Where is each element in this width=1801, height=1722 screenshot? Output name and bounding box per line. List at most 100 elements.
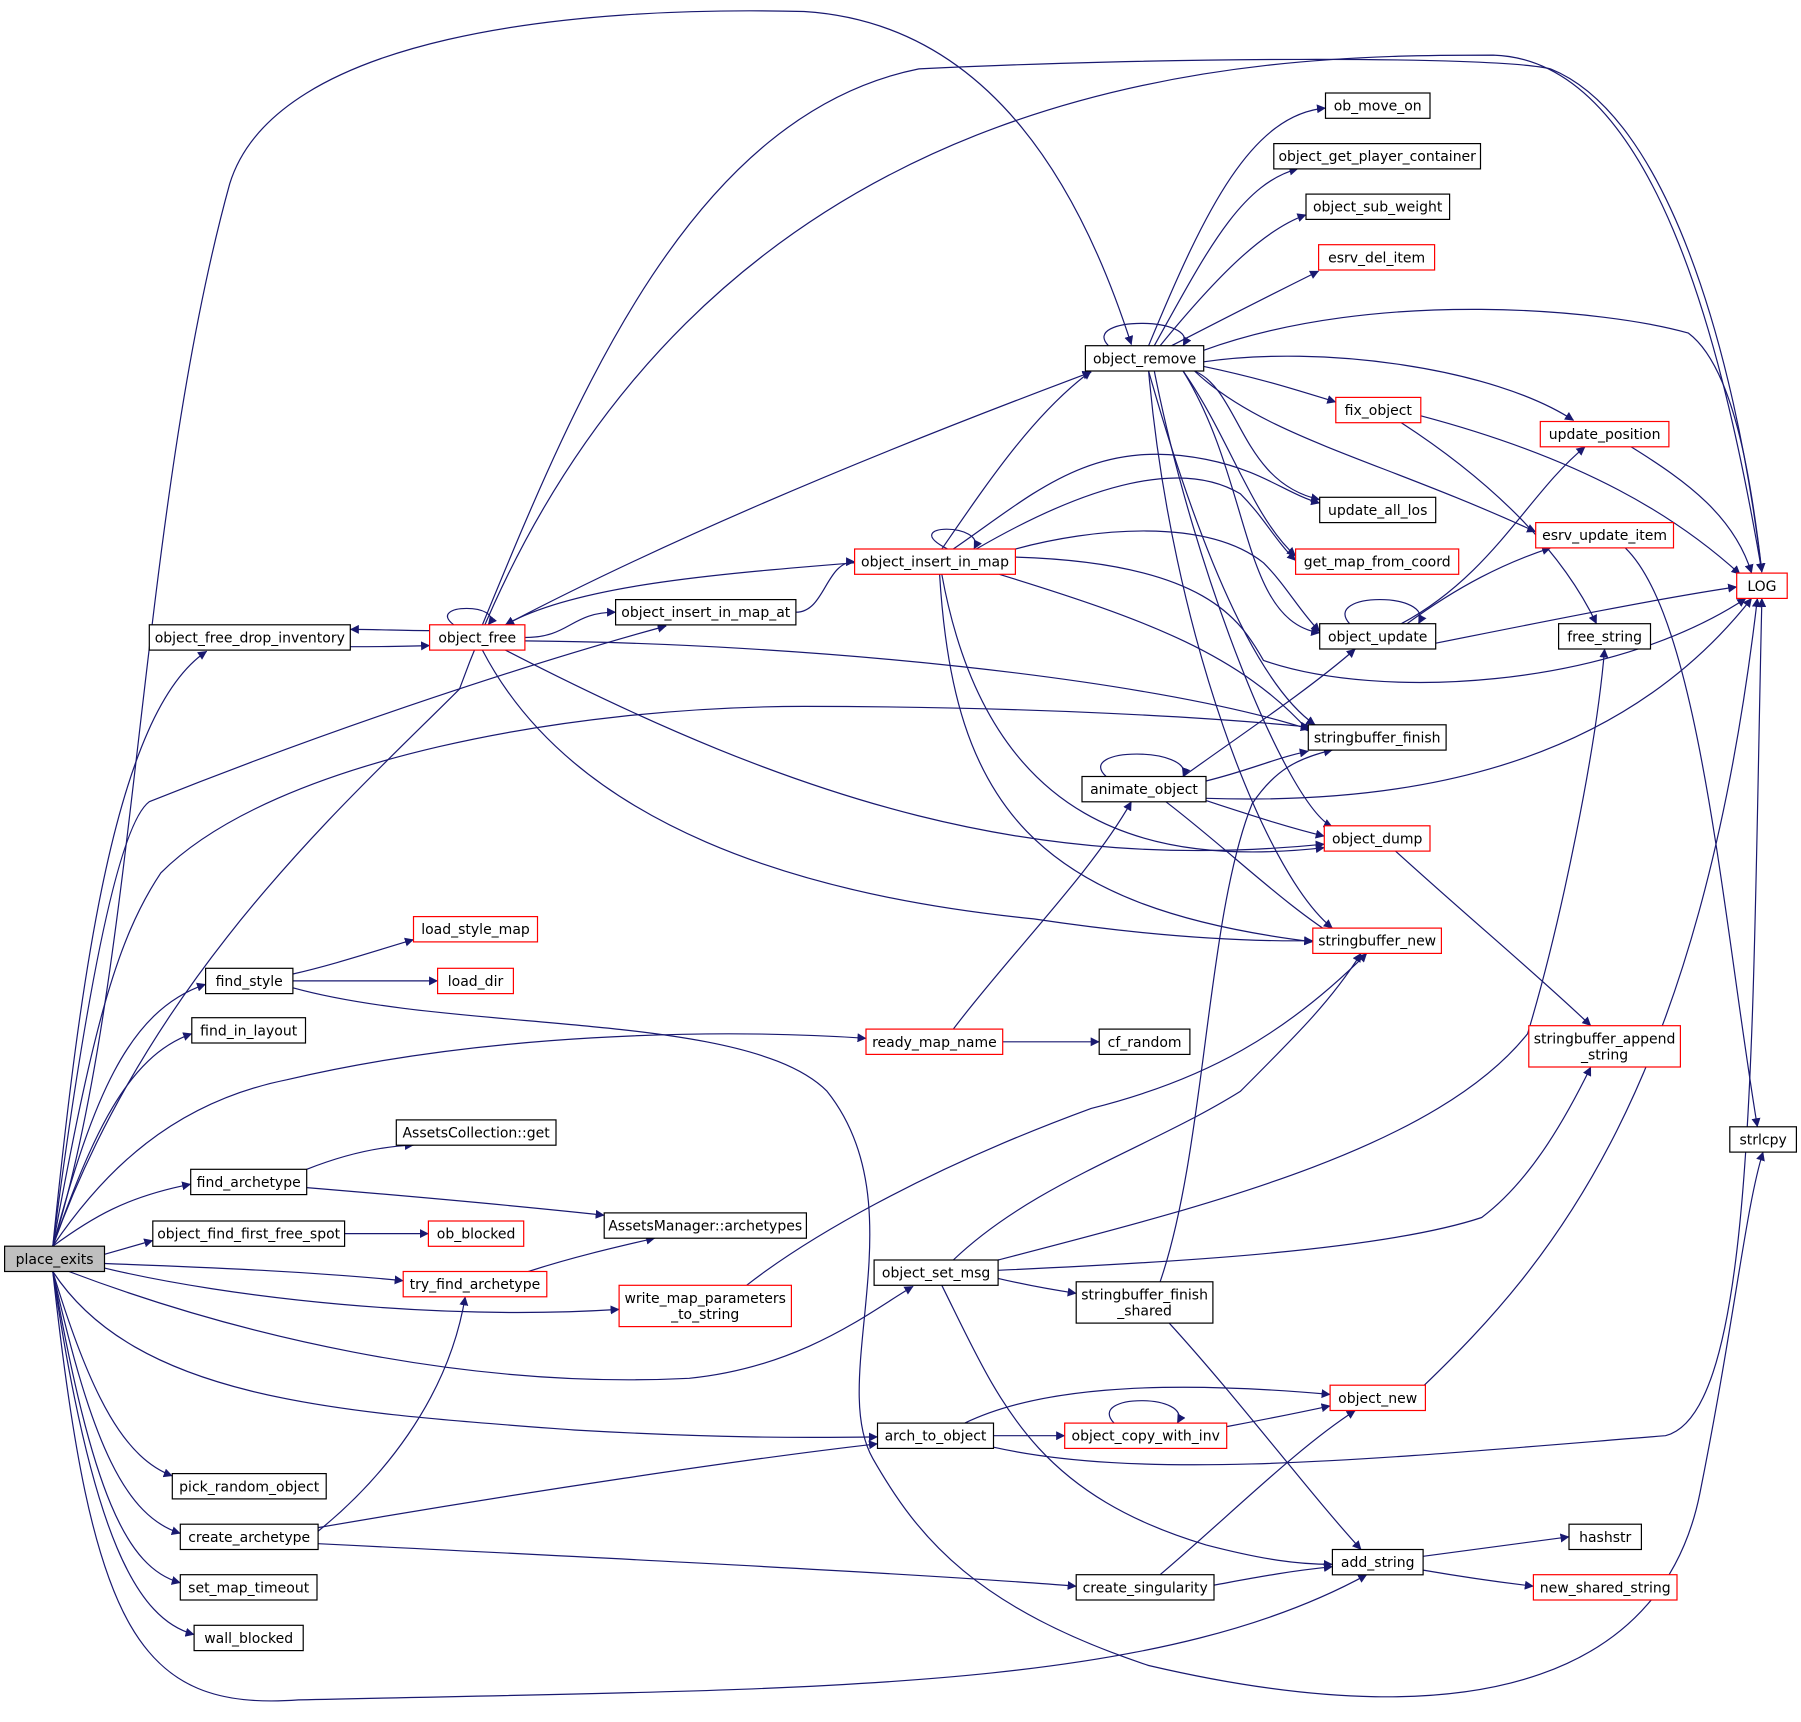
node-object-set-msg[interactable]: object_set_msg bbox=[873, 1259, 999, 1286]
node-object-remove[interactable]: object_remove bbox=[1084, 345, 1205, 372]
node-box[interactable] bbox=[1294, 548, 1460, 575]
node-find-archetype[interactable]: find_archetype bbox=[190, 1168, 308, 1196]
node-update-position[interactable]: update_position bbox=[1539, 420, 1670, 448]
node-new-shared-string[interactable]: new_shared_string bbox=[1532, 1574, 1678, 1601]
node-wall-blocked[interactable]: wall_blocked bbox=[193, 1624, 304, 1652]
node-box[interactable] bbox=[179, 1574, 318, 1601]
node-free-string[interactable]: free_string bbox=[1557, 623, 1652, 650]
node-box[interactable] bbox=[1557, 623, 1652, 650]
node-box[interactable] bbox=[873, 1259, 999, 1286]
node-box[interactable] bbox=[437, 967, 515, 995]
node-box[interactable] bbox=[1319, 496, 1437, 524]
node-find-style[interactable]: find_style bbox=[205, 967, 294, 995]
node-box[interactable] bbox=[1323, 825, 1431, 852]
node-strlcpy[interactable]: strlcpy bbox=[1729, 1126, 1798, 1153]
node-object-update[interactable]: object_update bbox=[1319, 623, 1437, 650]
node-LOG[interactable]: LOG bbox=[1736, 572, 1788, 599]
node-arch-to-object[interactable]: arch_to_object bbox=[876, 1422, 995, 1449]
node-box[interactable] bbox=[1329, 1384, 1426, 1412]
node-object-new[interactable]: object_new bbox=[1329, 1384, 1426, 1412]
node-box[interactable] bbox=[1324, 92, 1431, 119]
node-stringbuffer-new[interactable]: stringbuffer_new bbox=[1312, 927, 1443, 954]
node-box[interactable] bbox=[618, 1284, 792, 1328]
node-find-in-layout[interactable]: find_in_layout bbox=[191, 1017, 307, 1044]
node-ob-move-on[interactable]: ob_move_on bbox=[1324, 92, 1431, 119]
node-pick-random-object[interactable]: pick_random_object bbox=[171, 1472, 327, 1500]
node-box[interactable] bbox=[1312, 927, 1443, 954]
node-object-copy-with-inv[interactable]: object_copy_with_inv bbox=[1064, 1422, 1228, 1449]
node-box[interactable] bbox=[193, 1624, 304, 1652]
node-load-dir[interactable]: load_dir bbox=[437, 967, 515, 995]
node-fix-object[interactable]: fix_object bbox=[1335, 396, 1422, 424]
node-box[interactable] bbox=[1335, 396, 1422, 424]
node-try-find-archetype[interactable]: try_find_archetype bbox=[402, 1270, 548, 1298]
node-box[interactable] bbox=[1729, 1126, 1798, 1153]
node-AssetsCollection-get[interactable]: AssetsCollection::get bbox=[395, 1119, 557, 1146]
node-box[interactable] bbox=[402, 1270, 548, 1298]
node-add-string[interactable]: add_string bbox=[1331, 1548, 1424, 1576]
node-box[interactable] bbox=[853, 548, 1016, 575]
node-box[interactable] bbox=[1317, 244, 1436, 271]
node-box[interactable] bbox=[1528, 1025, 1682, 1068]
node-box[interactable] bbox=[427, 1220, 525, 1247]
node-box[interactable] bbox=[614, 598, 797, 626]
node-box[interactable] bbox=[148, 624, 351, 651]
node-object-free[interactable]: object_free bbox=[429, 624, 526, 651]
node-hashstr[interactable]: hashstr bbox=[1568, 1523, 1643, 1551]
node-box[interactable] bbox=[190, 1168, 308, 1196]
node-box[interactable] bbox=[1098, 1028, 1191, 1055]
node-box[interactable] bbox=[1736, 572, 1788, 599]
node-box[interactable] bbox=[412, 915, 539, 943]
node-object-insert-in-map[interactable]: object_insert_in_map bbox=[853, 548, 1016, 575]
node-box[interactable] bbox=[179, 1523, 319, 1551]
node-box[interactable] bbox=[865, 1028, 1004, 1055]
node-stringbuffer-finish[interactable]: stringbuffer_finish bbox=[1307, 724, 1447, 751]
node-box[interactable] bbox=[152, 1220, 346, 1247]
node-box[interactable] bbox=[1305, 193, 1451, 221]
node-object-free-drop-inventory[interactable]: object_free_drop_inventory bbox=[148, 624, 351, 651]
node-AssetsManager-archetypes[interactable]: AssetsManager::archetypes bbox=[603, 1212, 808, 1239]
node-box[interactable] bbox=[1539, 420, 1670, 448]
node-ob-blocked[interactable]: ob_blocked bbox=[427, 1220, 525, 1247]
node-update-all-los[interactable]: update_all_los bbox=[1319, 496, 1437, 524]
node-object-find-first-free-spot[interactable]: object_find_first_free_spot bbox=[152, 1220, 346, 1247]
node-box[interactable] bbox=[1532, 1574, 1678, 1601]
node-box[interactable] bbox=[1307, 724, 1447, 751]
node-box[interactable] bbox=[1319, 623, 1437, 650]
node-ready-map-name[interactable]: ready_map_name bbox=[865, 1028, 1004, 1055]
node-box[interactable] bbox=[191, 1017, 307, 1044]
node-load-style-map[interactable]: load_style_map bbox=[412, 915, 539, 943]
node-box[interactable] bbox=[1273, 143, 1482, 170]
node-object-get-player-container[interactable]: object_get_player_container bbox=[1273, 143, 1482, 170]
node-stringbuffer-append-string[interactable]: stringbuffer_append_string bbox=[1528, 1025, 1682, 1068]
node-create-singularity[interactable]: create_singularity bbox=[1075, 1574, 1215, 1601]
node-box[interactable] bbox=[205, 967, 294, 995]
node-box[interactable] bbox=[1568, 1523, 1643, 1551]
node-box[interactable] bbox=[395, 1119, 557, 1146]
node-create-archetype[interactable]: create_archetype bbox=[179, 1523, 319, 1551]
node-object-insert-in-map-at[interactable]: object_insert_in_map_at bbox=[614, 598, 797, 626]
node-box[interactable] bbox=[1081, 775, 1207, 803]
node-box[interactable] bbox=[1084, 345, 1205, 372]
node-box[interactable] bbox=[1075, 1574, 1215, 1601]
node-get-map-from-coord[interactable]: get_map_from_coord bbox=[1294, 548, 1460, 575]
node-box[interactable] bbox=[876, 1422, 995, 1449]
node-esrv-update-item[interactable]: esrv_update_item bbox=[1535, 521, 1675, 549]
node-box[interactable] bbox=[429, 624, 526, 651]
node-write-map-parameters-to-string[interactable]: write_map_parameters_to_string bbox=[618, 1284, 792, 1328]
node-box[interactable] bbox=[1331, 1548, 1424, 1576]
node-box[interactable] bbox=[603, 1212, 808, 1239]
node-cf-random[interactable]: cf_random bbox=[1098, 1028, 1191, 1055]
node-animate-object[interactable]: animate_object bbox=[1081, 775, 1207, 803]
node-box[interactable] bbox=[171, 1472, 327, 1500]
node-esrv-del-item[interactable]: esrv_del_item bbox=[1317, 244, 1436, 271]
node-object-sub-weight[interactable]: object_sub_weight bbox=[1305, 193, 1451, 221]
node-box[interactable] bbox=[1075, 1281, 1214, 1324]
node-place-exits[interactable]: place_exits bbox=[3, 1245, 106, 1273]
node-box[interactable] bbox=[1535, 521, 1675, 549]
node-set-map-timeout[interactable]: set_map_timeout bbox=[179, 1574, 318, 1601]
node-stringbuffer-finish-shared[interactable]: stringbuffer_finish_shared bbox=[1075, 1281, 1214, 1324]
node-object-dump[interactable]: object_dump bbox=[1323, 825, 1431, 852]
node-box[interactable] bbox=[3, 1245, 106, 1273]
node-box[interactable] bbox=[1064, 1422, 1228, 1449]
